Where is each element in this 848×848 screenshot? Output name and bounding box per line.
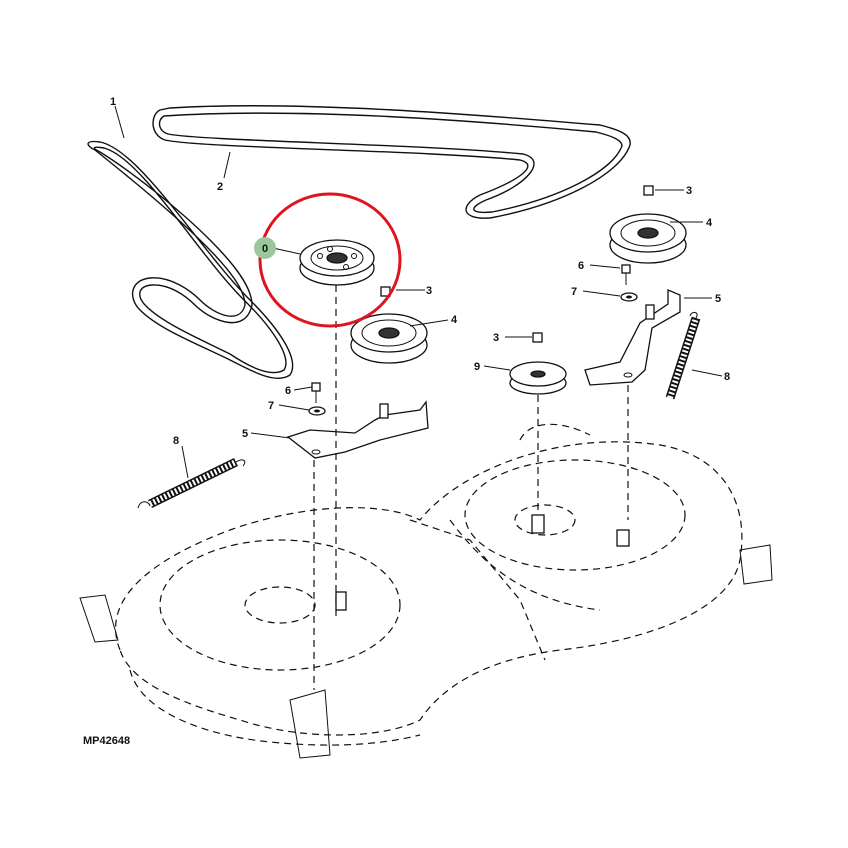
pulley-left	[350, 313, 428, 364]
callout-pulley-right: 4	[706, 217, 713, 229]
callout-nut-center: 3	[493, 332, 499, 344]
spring-left	[137, 457, 246, 509]
callout-idler-center: 9	[474, 361, 480, 373]
bolt-right	[621, 264, 631, 285]
highlight-circle	[258, 192, 402, 328]
belt-large	[152, 105, 631, 219]
callout-bolt-right: 6	[578, 260, 584, 272]
bracket-left	[286, 400, 429, 459]
belt-small	[87, 140, 294, 379]
callout-washer-right: 7	[571, 286, 577, 298]
highlight-marker	[254, 237, 276, 259]
leader-lines	[114, 105, 723, 479]
nut-center	[532, 332, 543, 343]
figure-id-label: MP42648	[83, 735, 130, 747]
washer-right	[620, 292, 638, 302]
callout-belt-small: 1	[110, 96, 116, 108]
washer-left	[308, 406, 326, 416]
callout-bracket-right: 5	[715, 293, 721, 305]
mower-deck	[79, 285, 773, 759]
idler-pulley-center	[509, 361, 567, 395]
callout-spring-left: 8	[173, 435, 179, 447]
callout-bolt-left: 6	[285, 385, 291, 397]
callout-highlighted-pulley: 0	[262, 243, 268, 255]
callout-washer-left: 7	[268, 400, 274, 412]
callout-spring-right: 8	[724, 371, 730, 383]
callout-nut-left: 3	[426, 285, 432, 297]
bolt-left	[311, 382, 321, 403]
callout-pulley-left: 4	[451, 314, 458, 326]
callout-belt-large: 2	[217, 181, 223, 193]
callout-nut-right: 3	[686, 185, 692, 197]
spring-right	[665, 311, 701, 400]
pulley-highlighted	[299, 239, 375, 286]
nut-right	[643, 185, 654, 196]
pulley-right	[609, 213, 687, 264]
callout-bracket-left: 5	[242, 428, 248, 440]
bracket-right	[584, 289, 681, 386]
